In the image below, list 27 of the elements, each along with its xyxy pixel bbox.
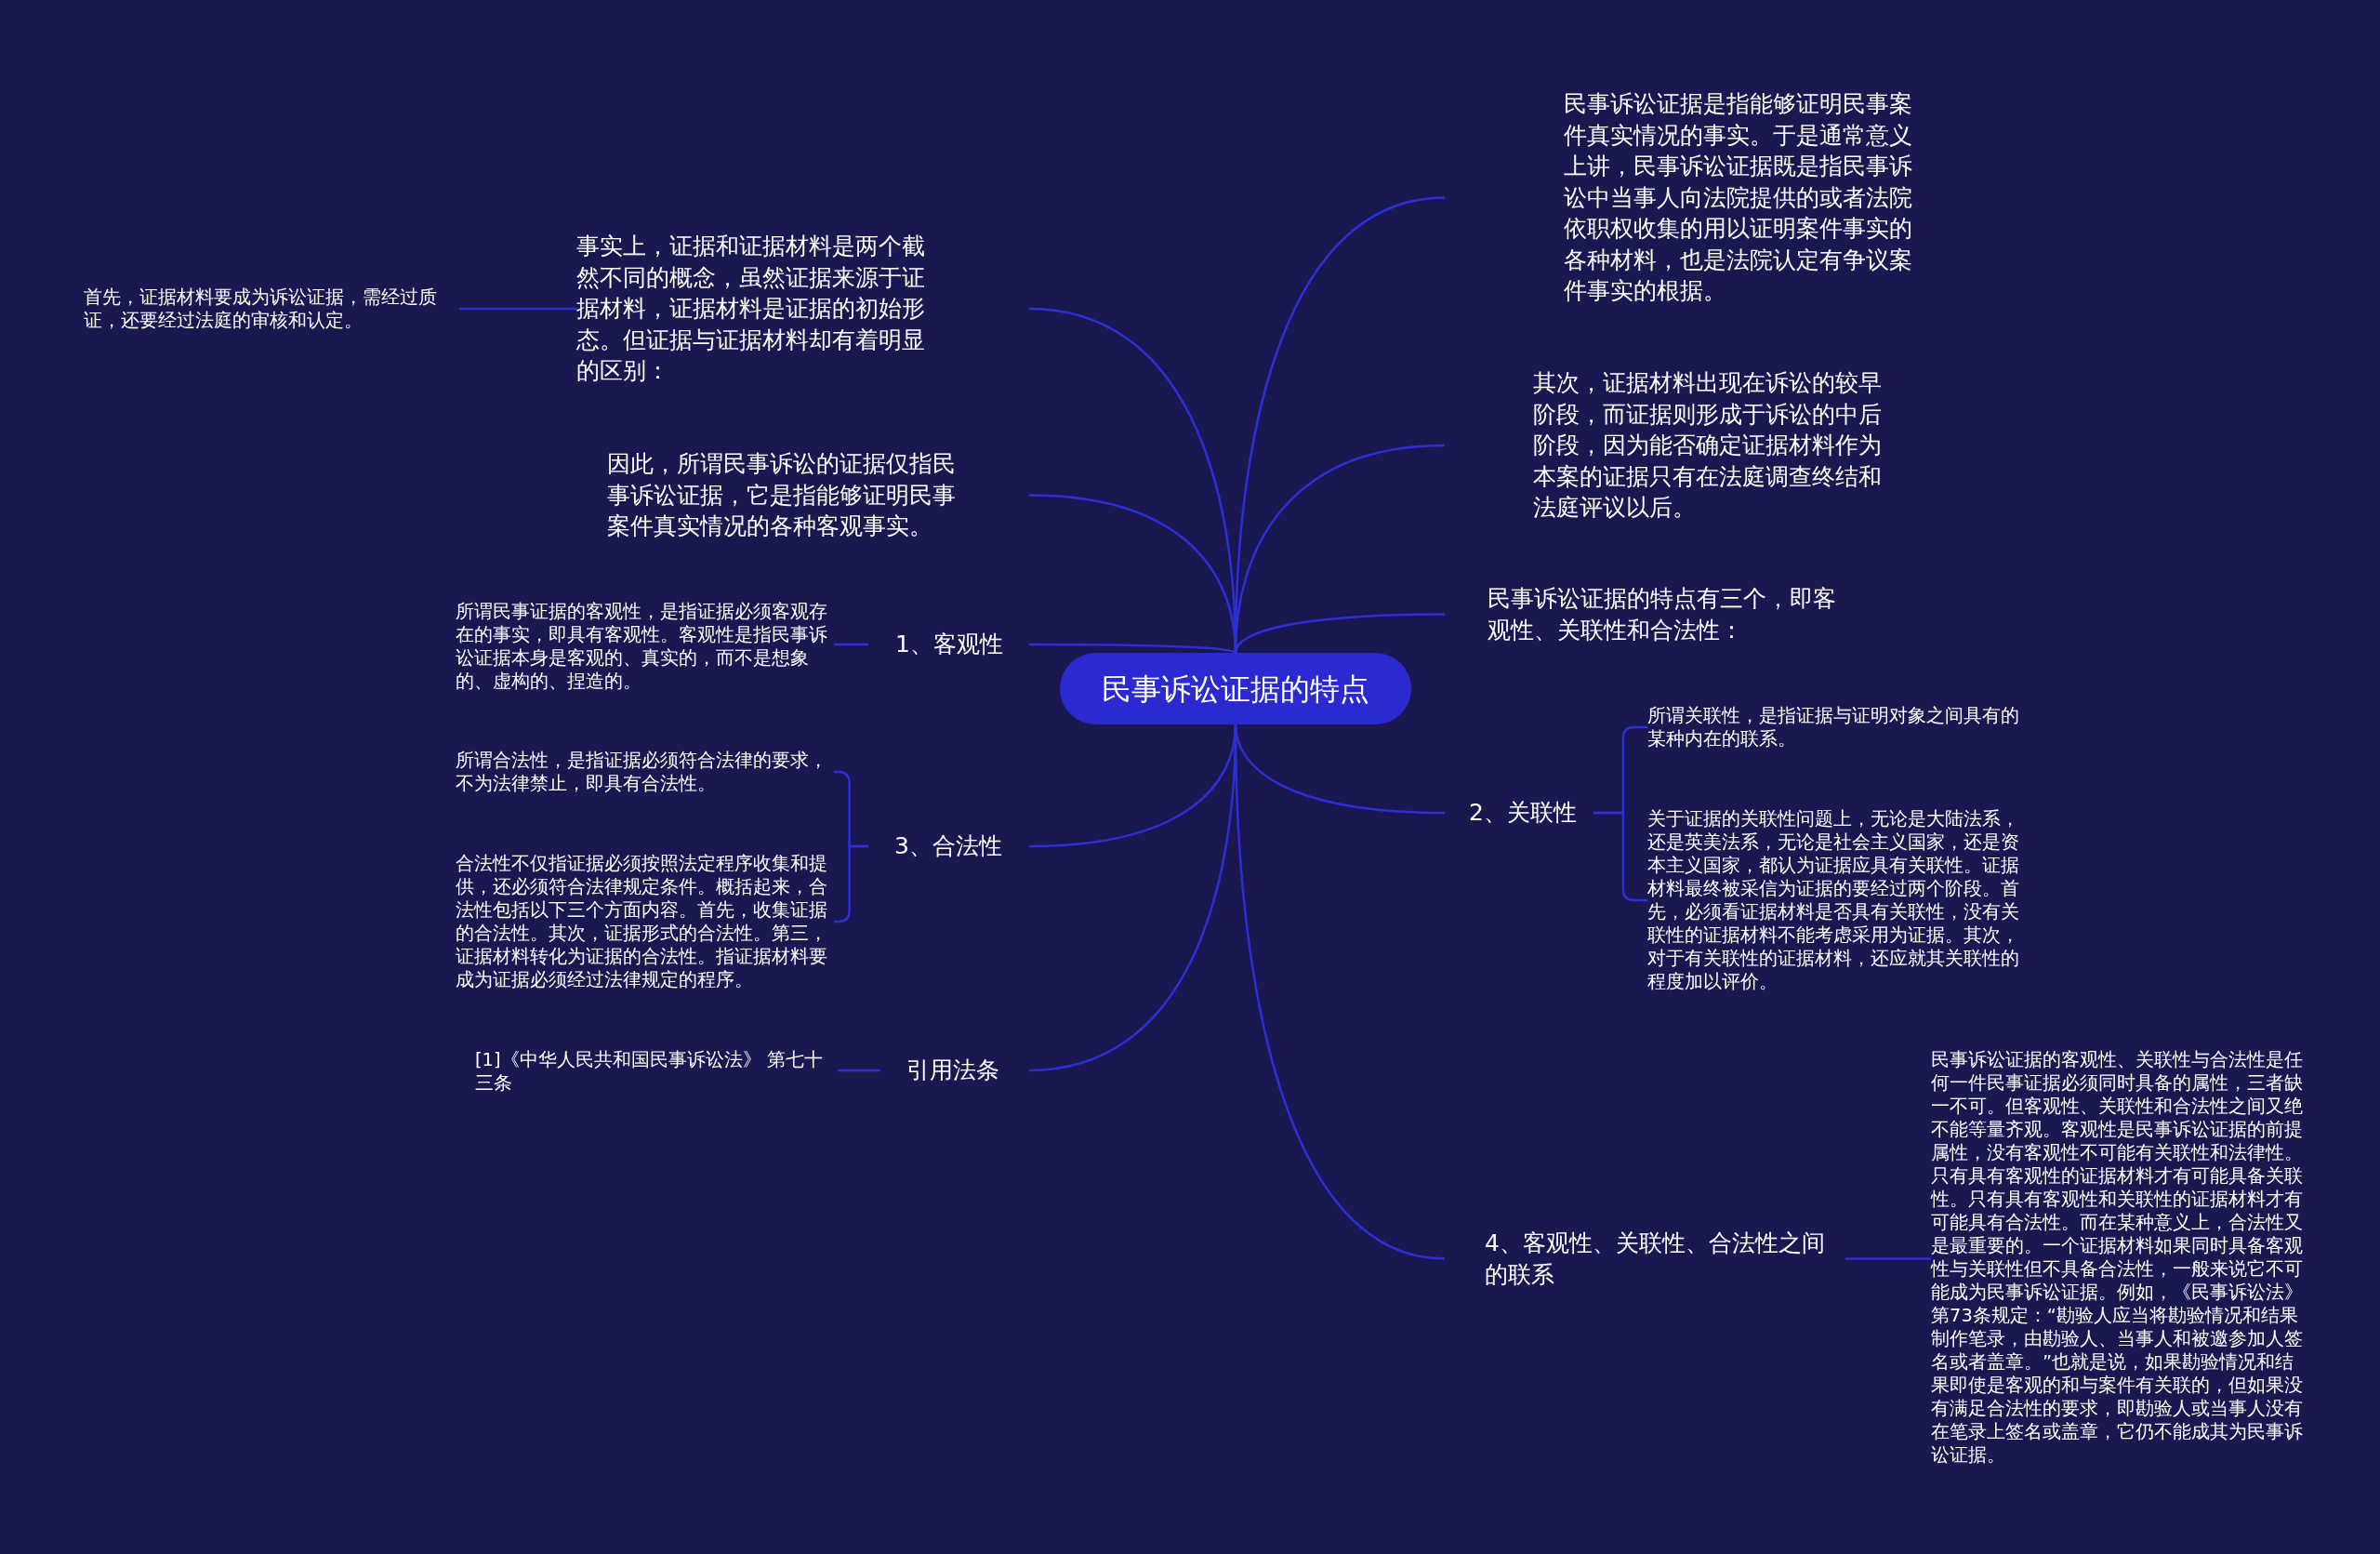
topic-text: 民事诉讼证据是指能够证明民事案件真实情况的事实。于是通常意义上讲，民事诉讼证据既是指民事诉讼中当事人向法院提供的或者法院依职权收集的用以证明案件事实的各种材料，也是法院认定有争议案件事实的根据。: [1445, 88, 1919, 307]
topic-text: 事实上，证据和证据材料是两个截然不同的概念，虽然证据来源于证据材料，证据材料是证据的初始形态。但证据与证据材料却有着明显的区别：: [576, 231, 1029, 387]
connector-line: [1029, 643, 1236, 655]
topic-text: 因此，所谓民事诉讼的证据仅指民事诉讼证据，它是指能够证明民事案件真实情况的各种客观事实。: [607, 448, 1029, 542]
topic-text: 1、客观性: [868, 629, 1029, 660]
detail-text: 合法性不仅指证据必须按照法定程序收集和提供，还必须符合法律规定条件。概括起来，合法性包括以下三个方面内容。首先，收集证据的合法性。其次，证据形式的合法性。第三，证据材料转化为证据的合法性。指证据材料要成为证据必须经过法律规定的程序。: [456, 852, 834, 991]
topic-text: 引用法条: [880, 1055, 1029, 1086]
topic-text: 2、关联性: [1445, 797, 1593, 829]
topic-text: 民事诉讼证据的特点有三个，即客观性、关联性和合法性：: [1445, 583, 1843, 645]
connector-line: [1234, 613, 1445, 654]
central-topic: 民事诉讼证据的特点: [1060, 653, 1411, 724]
detail-text: 关于证据的关联性问题上，无论是大陆法系，还是英美法系，无论是社会主义国家，还是资本主义国家，都认为证据应具有关联性。证据材料最终被采信为证据的要经过两个阶段。首先，必须看证据材料是否具有关联性，没有关联性的证据材料不能考虑采用为证据。其次，对于有关联性的证据材料，还应就其关联性的程度加以评价。: [1647, 807, 2021, 993]
detail-text: 所谓关联性，是指证据与证明对象之间具有的某种内在的联系。: [1647, 704, 2021, 750]
connector-line: [1028, 724, 1237, 1072]
connector-line: [834, 643, 868, 646]
connector-line: [1845, 1257, 1931, 1260]
detail-text: [1]《中华人民共和国民事诉讼法》 第七十三条: [475, 1048, 838, 1095]
detail-text: 所谓合法性，是指证据必须符合法律的要求，不为法律禁止，即具有合法性。: [456, 749, 834, 795]
topic-text: 4、客观性、关联性、合法性之间的联系: [1445, 1228, 1845, 1290]
connector-line: [1028, 494, 1237, 654]
detail-text: 民事诉讼证据的客观性、关联性与合法性是任何一件民事证据必须同时具备的属性，三者缺一不可。但客观性、关联性和合法性之间又绝不能等量齐观。客观性是民事诉讼证据的前提属性，没有客观性不可能有关联性和法律性。只有具有客观性的证据材料才有可能具备关联性。只有具有客观性和关联性的证据材料才有可能具有合法性。而在某种意义上，合法性又是最重要的。一个证据材料如果同时具备客观性与关联性但不具备合法性，一般来说它不可能成为民事诉讼证据。例如，《民事诉讼法》第73条规定：“勘验人应当将勘验情况和结果制作笔录，由勘验人、当事人和被邀参加人签名或者盖章。”也就是说，如果勘验情况和结果即使是客观的和与案件有关联的，但如果没有满足合法性的要求，即勘验人或当事人没有在笔录上签名或盖章，它仍不能成其为民事诉讼证据。: [1931, 1048, 2305, 1467]
connector-line: [838, 1069, 880, 1072]
detail-text: 首先，证据材料要成为诉讼证据，需经过质证，还要经过法庭的审核和认定。: [84, 286, 459, 332]
topic-text: 其次，证据材料出现在诉讼的较早阶段，而证据则形成于诉讼的中后阶段，因为能否确定证据材料作为本案的证据只有在法庭调查终结和法庭评议以后。: [1445, 367, 1888, 524]
topic-text: 3、合法性: [868, 830, 1029, 862]
connector-line: [459, 307, 576, 311]
detail-text: 所谓民事证据的客观性，是指证据必须客观存在的事实，即具有客观性。客观性是指民事诉讼证据本身是客观的、真实的，而不是想象的、虚构的、捏造的。: [456, 600, 834, 693]
